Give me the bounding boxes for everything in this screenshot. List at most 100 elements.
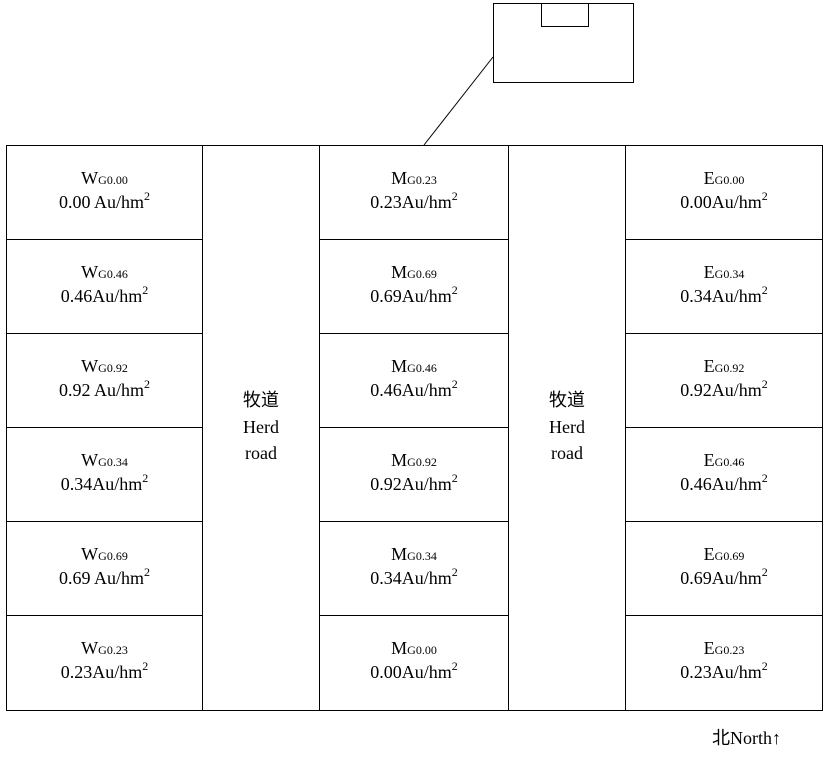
unit-superscript: 2: [761, 471, 768, 485]
plot-code: WG0.69: [7, 544, 202, 566]
north-indicator: 北North↑: [712, 724, 781, 750]
plot-letter: E: [703, 638, 715, 658]
plot-rate-value: 0.23Au/hm: [60, 662, 143, 682]
plot-letter: E: [703, 544, 715, 564]
unit-superscript: 2: [451, 283, 458, 297]
plot-subscript: G0.92: [714, 361, 745, 375]
plot-code: EG0.46: [626, 450, 822, 472]
unit-superscript: 2: [142, 471, 149, 485]
plot-code: WG0.23: [7, 638, 202, 660]
plot-code: MG0.92: [320, 450, 508, 472]
plot-rate: 0.00Au/hm2: [626, 189, 822, 214]
plot-subscript: G0.69: [714, 549, 745, 563]
plot-code: WG0.46: [7, 262, 202, 284]
plot-rate-value: 0.00Au/hm: [370, 662, 452, 682]
plot-letter: E: [703, 262, 715, 282]
plot-rate-value: 0.46Au/hm: [680, 474, 762, 494]
plot-rate: 0.34Au/hm2: [626, 283, 822, 308]
plot-rate-value: 0.46Au/hm: [60, 286, 143, 306]
plot-letter: M: [391, 450, 408, 470]
plot-letter: E: [703, 450, 715, 470]
north-label-en: North: [730, 728, 772, 748]
unit-superscript: 2: [761, 283, 768, 297]
north-label-zh: 北: [712, 728, 730, 749]
plot-rate: 0.92 Au/hm2: [7, 377, 202, 402]
plot-subscript: G0.46: [98, 267, 128, 281]
unit-superscript: 2: [144, 565, 150, 579]
plot-rate: 0.92Au/hm2: [320, 471, 508, 496]
plot-letter: M: [391, 638, 408, 658]
plot-letter: E: [703, 168, 715, 188]
plot-rate-value: 0.92Au/hm: [680, 380, 762, 400]
unit-superscript: 2: [451, 189, 458, 203]
inset-box: [493, 3, 634, 83]
unit-superscript: 2: [144, 377, 150, 391]
plot-subscript: G0.46: [407, 361, 437, 375]
plot-rate: 0.23Au/hm2: [320, 189, 508, 214]
plot-code: EG0.34: [626, 262, 822, 284]
plot-letter: W: [81, 638, 99, 658]
road-label-en2: road: [245, 443, 277, 463]
plot-rate-value: 0.92Au/hm: [370, 474, 452, 494]
plot-cell: MG0.23 0.23Au/hm2: [320, 146, 508, 240]
plot-letter: E: [703, 356, 715, 376]
herd-road-1: 牧道 Herd road: [202, 146, 320, 710]
unit-superscript: 2: [761, 659, 768, 673]
plot-letter: M: [391, 544, 408, 564]
plot-cell: MG0.00 0.00Au/hm2: [320, 616, 508, 710]
plot-letter: M: [391, 262, 408, 282]
plot-rate: 0.46Au/hm2: [626, 471, 822, 496]
plot-subscript: G0.46: [714, 455, 745, 469]
herd-road-label: 牧道 Herd road: [509, 388, 625, 466]
plot-letter: W: [81, 544, 99, 564]
unit-superscript: 2: [451, 471, 458, 485]
plot-code: EG0.00: [626, 168, 822, 190]
plot-subscript: G0.00: [407, 643, 437, 657]
inset-inner-box: [541, 3, 589, 27]
plot-rate: 0.00 Au/hm2: [7, 189, 202, 214]
plot-cell: EG0.69 0.69Au/hm2: [626, 522, 822, 616]
unit-superscript: 2: [761, 565, 768, 579]
unit-superscript: 2: [451, 659, 458, 673]
plot-code: WG0.92: [7, 356, 202, 378]
plot-letter: W: [81, 356, 99, 376]
herd-road-2: 牧道 Herd road: [508, 146, 626, 710]
plot-subscript: G0.23: [407, 173, 437, 187]
plot-subscript: G0.69: [407, 267, 437, 281]
north-arrow-icon: ↑: [772, 728, 781, 748]
plot-rate: 0.69Au/hm2: [320, 283, 508, 308]
plot-rate-value: 0.69 Au/hm: [58, 568, 144, 588]
plot-rate-value: 0.34Au/hm: [370, 568, 452, 588]
plot-code: WG0.00: [7, 168, 202, 190]
plot-letter: W: [81, 450, 99, 470]
road-label-zh: 牧道: [243, 390, 279, 411]
plot-code: EG0.23: [626, 638, 822, 660]
unit-superscript: 2: [451, 377, 458, 391]
plot-subscript: G0.00: [714, 173, 745, 187]
plot-subscript: G0.69: [98, 549, 128, 563]
plot-letter: M: [391, 168, 408, 188]
plot-rate: 0.34Au/hm2: [7, 471, 202, 496]
plot-code: MG0.69: [320, 262, 508, 284]
plot-rate-value: 0.23Au/hm: [680, 662, 762, 682]
plot-rate: 0.46Au/hm2: [7, 283, 202, 308]
plot-subscript: G0.23: [714, 643, 745, 657]
unit-superscript: 2: [144, 189, 150, 203]
plot-rate: 0.23Au/hm2: [7, 659, 202, 684]
plot-rate-value: 0.69Au/hm: [370, 286, 452, 306]
plot-rate-value: 0.23Au/hm: [370, 192, 452, 212]
plot-rate-value: 0.69Au/hm: [680, 568, 762, 588]
plot-subscript: G0.23: [98, 643, 128, 657]
plot-letter: W: [81, 168, 99, 188]
plot-subscript: G0.34: [714, 267, 745, 281]
plot-letter: M: [391, 356, 408, 376]
